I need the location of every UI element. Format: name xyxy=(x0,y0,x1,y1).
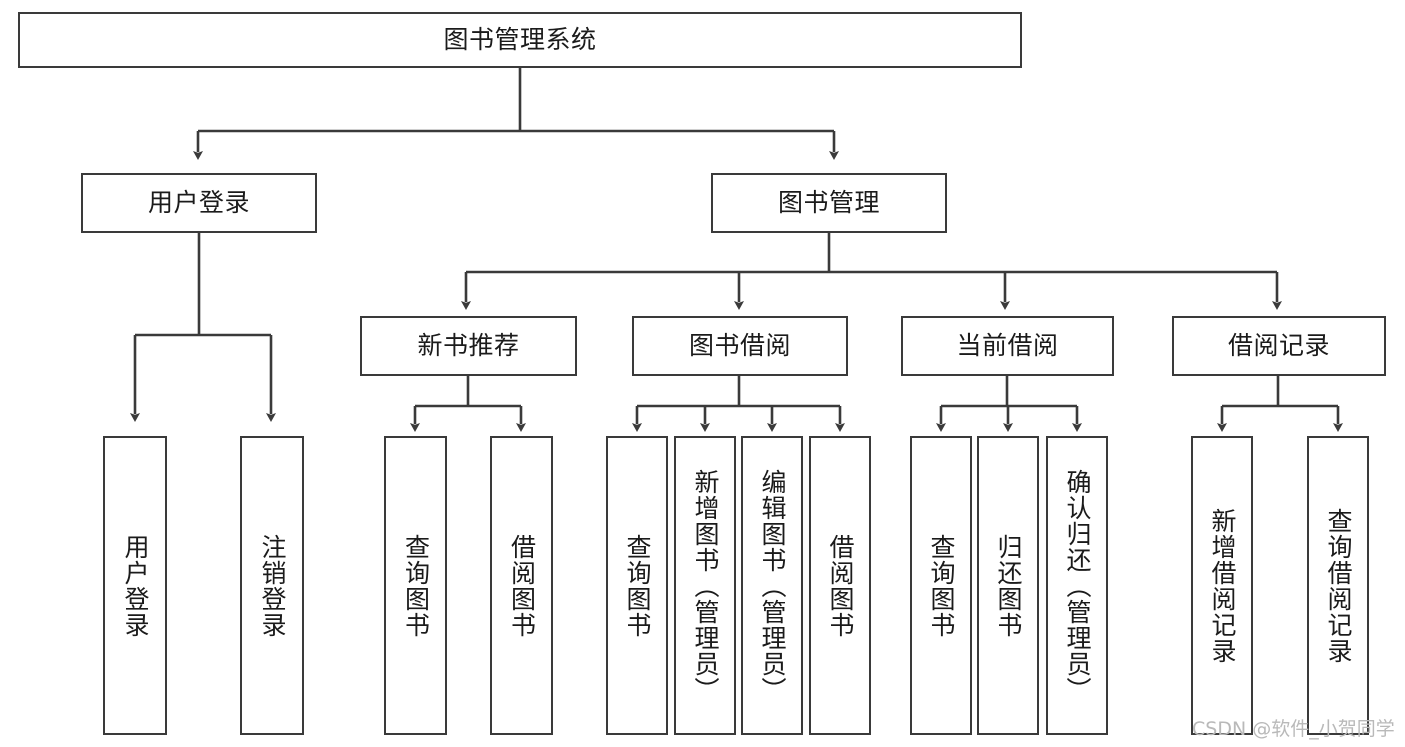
node-leaf-return-book[interactable]: 归还图书 xyxy=(977,436,1039,735)
node-leaf-user-login-label: 用户登录 xyxy=(121,533,150,638)
node-leaf-edit-book[interactable]: 编辑图书（管理员） xyxy=(741,436,803,735)
node-root-system[interactable]: 图书管理系统 xyxy=(18,12,1022,68)
node-book-borrow[interactable]: 图书借阅 xyxy=(632,316,848,376)
node-leaf-query-book-1[interactable]: 查询图书 xyxy=(384,436,447,735)
node-leaf-query-book-2-label: 查询图书 xyxy=(623,533,652,638)
node-leaf-add-book[interactable]: 新增图书（管理员） xyxy=(674,436,736,735)
node-current-borrow[interactable]: 当前借阅 xyxy=(901,316,1114,376)
node-leaf-logout-login-label: 注销登录 xyxy=(258,533,287,638)
node-leaf-confirm-return-label: 确认归还（管理员） xyxy=(1063,468,1092,703)
csdn-watermark: CSDN @软件_小贺同学 xyxy=(1192,718,1395,740)
node-leaf-return-book-label: 归还图书 xyxy=(994,533,1023,638)
node-leaf-query-book-3[interactable]: 查询图书 xyxy=(910,436,972,735)
node-leaf-add-book-label: 新增图书（管理员） xyxy=(691,468,720,703)
node-leaf-user-login[interactable]: 用户登录 xyxy=(103,436,167,735)
node-borrow-record[interactable]: 借阅记录 xyxy=(1172,316,1386,376)
node-leaf-edit-book-label: 编辑图书（管理员） xyxy=(758,468,787,703)
node-leaf-borrow-book-1-label: 借阅图书 xyxy=(507,533,537,638)
node-leaf-query-book-3-label: 查询图书 xyxy=(927,533,956,638)
node-leaf-add-record-label: 新增借阅记录 xyxy=(1208,507,1237,664)
node-book-manage[interactable]: 图书管理 xyxy=(711,173,947,233)
node-leaf-borrow-book-1[interactable]: 借阅图书 xyxy=(490,436,553,735)
node-user-login[interactable]: 用户登录 xyxy=(81,173,317,233)
node-leaf-logout-login[interactable]: 注销登录 xyxy=(240,436,304,735)
node-leaf-query-record[interactable]: 查询借阅记录 xyxy=(1307,436,1369,735)
node-leaf-query-book-1-label: 查询图书 xyxy=(401,533,431,638)
node-leaf-add-record[interactable]: 新增借阅记录 xyxy=(1191,436,1253,735)
node-new-book-recommend[interactable]: 新书推荐 xyxy=(360,316,577,376)
node-leaf-query-book-2[interactable]: 查询图书 xyxy=(606,436,668,735)
node-leaf-confirm-return[interactable]: 确认归还（管理员） xyxy=(1046,436,1108,735)
node-leaf-borrow-book-2[interactable]: 借阅图书 xyxy=(809,436,871,735)
node-leaf-borrow-book-2-label: 借阅图书 xyxy=(826,533,855,638)
node-leaf-query-record-label: 查询借阅记录 xyxy=(1324,507,1353,664)
